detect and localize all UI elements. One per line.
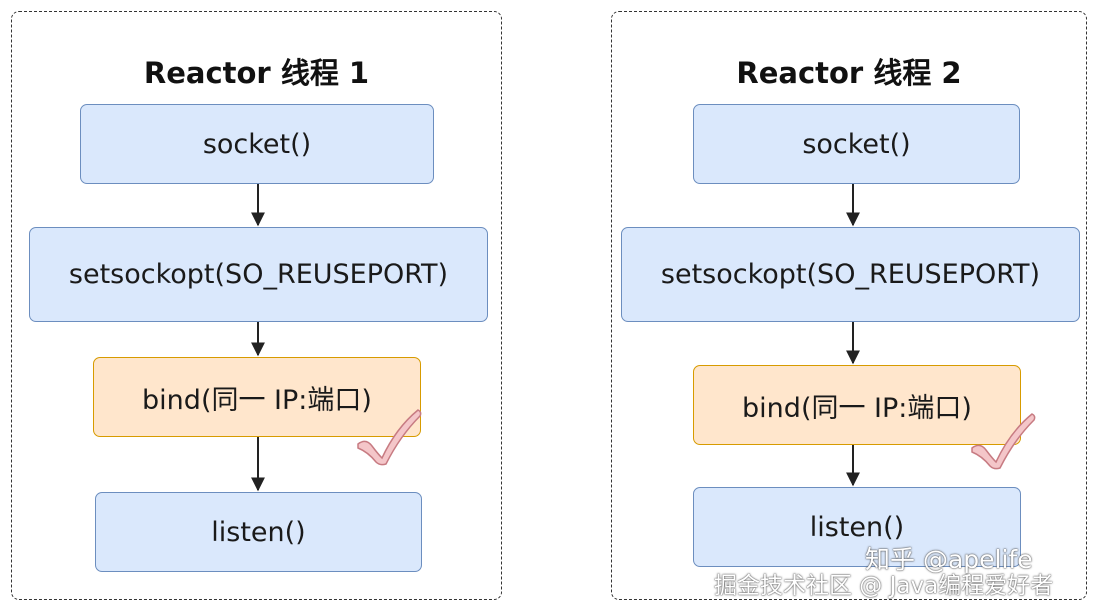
- left-setsockopt-step: setsockopt(SO_REUSEPORT): [29, 227, 488, 322]
- left-bind-step: bind(同一 IP:端口): [93, 357, 421, 437]
- right-check-icon: [971, 413, 1036, 470]
- watermark-juejin: 掘金技术社区 @ Java编程爱好者: [714, 573, 1054, 599]
- right-socket-step: socket(): [693, 104, 1020, 184]
- left-socket-step: socket(): [80, 104, 434, 184]
- reactor-thread-2-title: Reactor 线程 2: [736, 56, 962, 90]
- reactor-thread-1-title: Reactor 线程 1: [143, 56, 370, 90]
- watermark-zhihu: 知乎 @apelife: [865, 545, 1033, 574]
- right-bind-step: bind(同一 IP:端口): [693, 365, 1021, 445]
- right-listen-step: listen(): [693, 487, 1021, 567]
- right-setsockopt-step: setsockopt(SO_REUSEPORT): [621, 227, 1080, 322]
- reactor-thread-1-panel: Reactor 线程 1: [11, 11, 502, 600]
- reactor-thread-2-panel: Reactor 线程 2: [611, 11, 1087, 600]
- left-check-icon: [357, 409, 422, 466]
- left-listen-step: listen(): [95, 492, 422, 572]
